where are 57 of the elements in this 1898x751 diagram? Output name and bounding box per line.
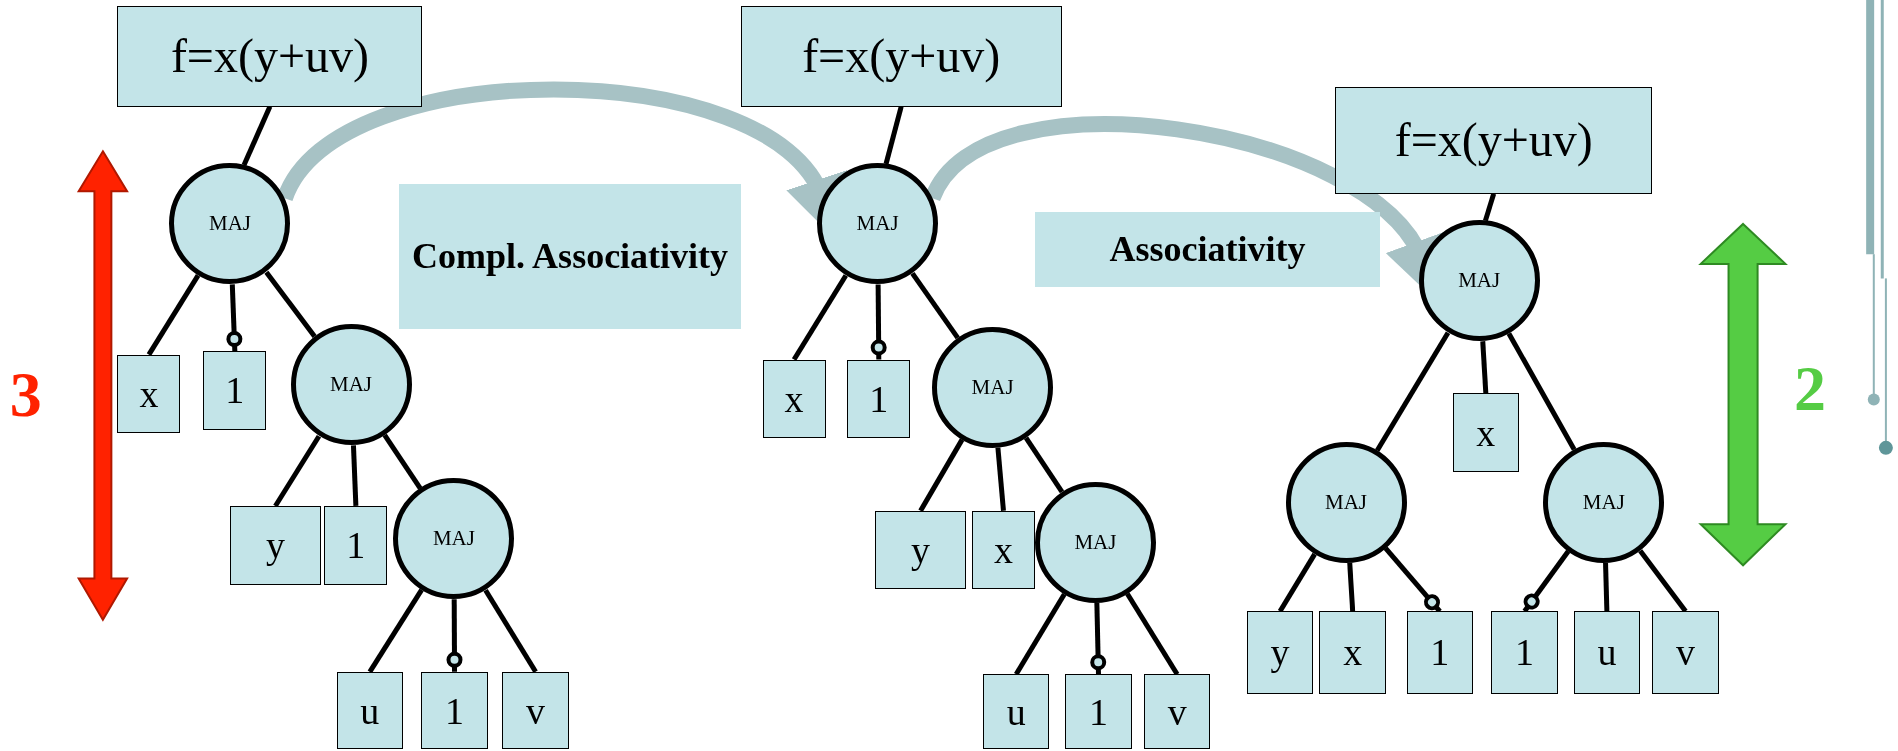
signal-box: v	[1143, 674, 1211, 750]
connector-line	[226, 284, 243, 352]
signal-box: v	[502, 671, 569, 750]
signal-box: u	[1573, 611, 1641, 694]
connector-line	[367, 588, 424, 674]
connector-line	[1090, 602, 1107, 675]
connector-line	[1383, 546, 1442, 613]
connector-line	[1125, 592, 1180, 676]
connector-line	[264, 270, 317, 339]
depth-number: 2	[1793, 357, 1826, 422]
signal-box: 1	[1406, 611, 1474, 694]
signal-box: f=x(y+uv)	[740, 6, 1062, 107]
signal-box: u	[982, 674, 1050, 750]
edge-label: Compl. Associativity	[399, 184, 741, 330]
connector-line	[483, 588, 538, 674]
connector-line	[1522, 549, 1571, 613]
depth-number: 3	[9, 363, 42, 428]
signal-box: 1	[203, 351, 267, 430]
signal-box: x	[762, 359, 826, 439]
connector-line	[1277, 552, 1317, 613]
signal-box: x	[972, 510, 1035, 590]
signal-box: y	[875, 510, 966, 590]
signal-box: 1	[1491, 611, 1558, 694]
signal-box: v	[1652, 611, 1719, 694]
connector-line	[1638, 549, 1688, 613]
connector-line	[382, 433, 423, 490]
signal-box: y	[1246, 611, 1314, 694]
connector-line	[1347, 562, 1356, 612]
signal-box: f=x(y+uv)	[117, 6, 423, 107]
connector-line	[273, 434, 322, 508]
connector-line	[1506, 332, 1577, 451]
signal-box: u	[336, 671, 404, 750]
signal-box: x	[1319, 611, 1386, 694]
signal-box: 1	[421, 671, 488, 750]
connector-line	[1480, 341, 1489, 394]
edge-label: Associativity	[1034, 211, 1380, 287]
connector-line	[918, 438, 965, 513]
signal-box: f=x(y+uv)	[1335, 87, 1653, 194]
connector-line	[446, 599, 463, 672]
connector-line	[146, 274, 201, 356]
connector-line	[791, 274, 848, 361]
signal-box: x	[117, 354, 181, 434]
connector-line	[870, 284, 887, 360]
signal-box: 1	[847, 359, 911, 439]
connector-line	[1023, 436, 1065, 494]
signal-box: 1	[1065, 674, 1132, 750]
connector-line	[1483, 192, 1497, 222]
connector-line	[1603, 562, 1610, 612]
signal-box: y	[230, 505, 321, 585]
signal-box: 1	[324, 505, 388, 585]
connector-line	[1014, 592, 1067, 676]
connector-line	[350, 445, 359, 507]
connector-line	[1375, 331, 1451, 452]
connector-line	[910, 272, 960, 340]
connector-line	[995, 447, 1006, 512]
connector-line	[883, 105, 904, 165]
signal-box: x	[1452, 393, 1520, 473]
